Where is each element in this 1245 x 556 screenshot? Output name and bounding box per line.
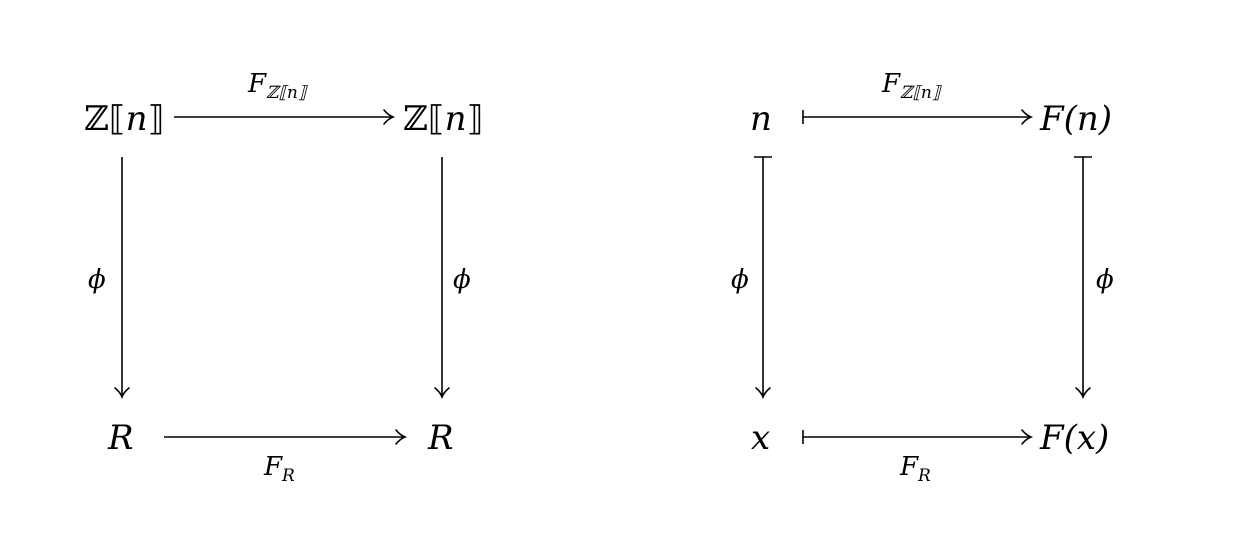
- left-right-arrow-label: ϕ: [453, 265, 471, 295]
- left-bottom-arrow: [164, 429, 408, 445]
- left-top-right-node: ℤ⟦n⟧: [403, 99, 483, 139]
- right-right-mapsto-arrow: [1074, 156, 1092, 400]
- right-top-mapsto-arrow: [802, 109, 1034, 125]
- left-left-arrow-label: ϕ: [88, 265, 106, 295]
- right-bottom-right-node: F(x): [1039, 418, 1109, 458]
- left-bottom-right-node: R: [427, 418, 454, 458]
- left-left-arrow: [114, 157, 130, 400]
- left-right-arrow: [434, 157, 450, 400]
- left-top-arrow: [174, 109, 396, 125]
- left-bottom-arrow-label: FR: [263, 452, 295, 486]
- right-top-right-node: F(n): [1039, 99, 1112, 139]
- left-top-left-node: ℤ⟦n⟧: [84, 99, 164, 139]
- right-top-left-node: n: [750, 99, 772, 139]
- left-bottom-left-node: R: [107, 418, 134, 458]
- right-top-arrow-label: Fℤ⟦n⟧: [881, 69, 942, 103]
- right-bottom-mapsto-arrow: [802, 429, 1034, 445]
- left-diagram: ℤ⟦n⟧ ℤ⟦n⟧ R R Fℤ⟦n⟧ FR: [84, 69, 483, 486]
- right-bottom-left-node: x: [751, 418, 770, 458]
- right-right-arrow-label: ϕ: [1096, 265, 1114, 295]
- right-diagram: n F(n) x F(x) Fℤ⟦n⟧ FR: [731, 69, 1114, 486]
- left-top-arrow-label: Fℤ⟦n⟧: [247, 69, 308, 103]
- right-bottom-arrow-label: FR: [899, 452, 931, 486]
- right-left-mapsto-arrow: [754, 156, 772, 400]
- right-left-arrow-label: ϕ: [731, 265, 749, 295]
